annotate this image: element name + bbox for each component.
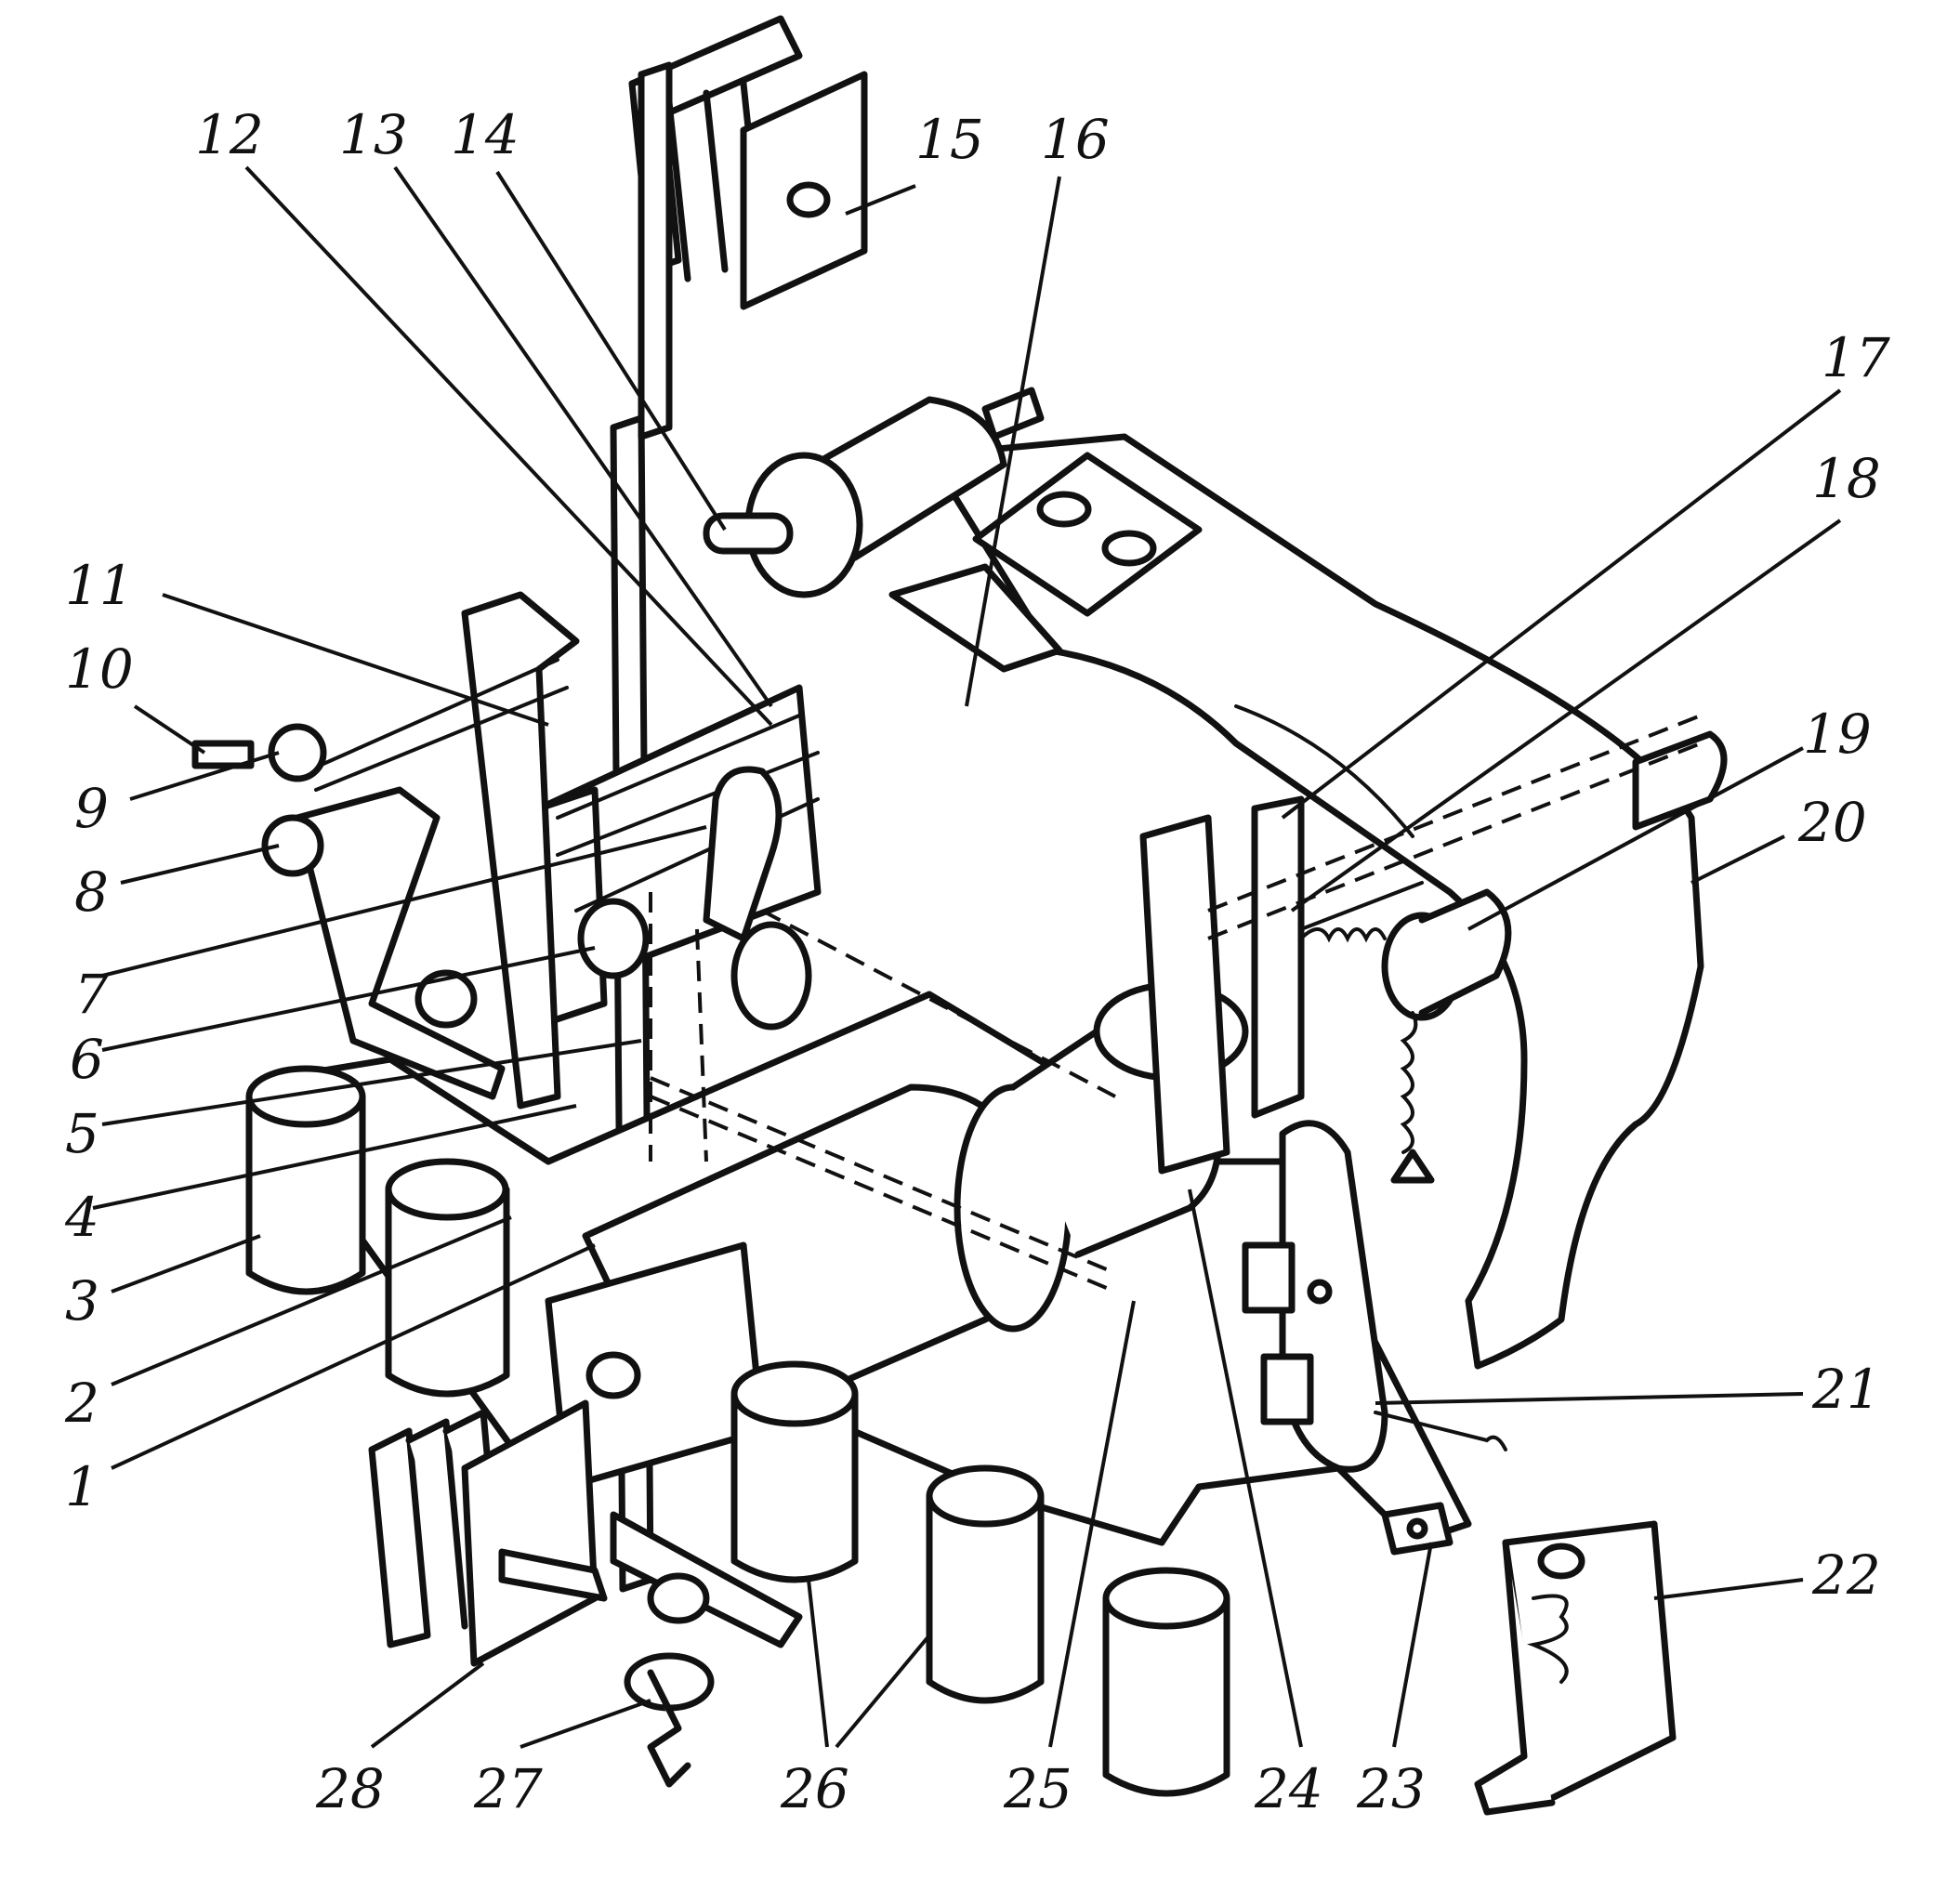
- callout-26: 26: [780, 1757, 849, 1820]
- callout-18: 18: [1812, 447, 1881, 510]
- callout-22: 22: [1811, 1543, 1881, 1607]
- callout-11: 11: [65, 554, 134, 617]
- heat-sink-28: [368, 1399, 599, 1667]
- callout-8: 8: [74, 860, 109, 924]
- callout-28: 28: [315, 1757, 385, 1820]
- hidden-lines: [649, 714, 1702, 1293]
- callout-4: 4: [64, 1186, 99, 1249]
- callout-3: 3: [65, 1269, 99, 1333]
- cylinder-bottom: [1102, 1567, 1230, 1797]
- right-upright: [1139, 795, 1424, 1175]
- cylinder-2: [385, 1158, 510, 1398]
- callout-5: 5: [65, 1102, 99, 1165]
- cylinder-26b: [926, 1464, 1045, 1704]
- cylinder-3: [245, 1065, 366, 1295]
- lever-21: [1242, 1120, 1507, 1473]
- upper-cylinder: [703, 387, 1045, 598]
- shaft-19: [1381, 730, 1728, 1021]
- callout-16: 16: [1041, 108, 1110, 171]
- callout-9: 9: [74, 777, 109, 840]
- callout-25: 25: [1003, 1757, 1072, 1820]
- callout-20: 20: [1797, 791, 1867, 854]
- callout-21: 21: [1811, 1358, 1881, 1421]
- callout-23: 23: [1356, 1757, 1426, 1820]
- terminal-23: [1381, 1502, 1454, 1556]
- top-bracket: [888, 452, 1203, 673]
- cylinder-26a: [730, 1360, 859, 1583]
- arm-27: [498, 1511, 803, 1788]
- callout-1: 1: [65, 1455, 99, 1518]
- callout-17: 17: [1822, 326, 1890, 389]
- leader-lines: [92, 165, 1842, 1749]
- callout-6: 6: [70, 1028, 104, 1091]
- callout-13: 13: [339, 103, 408, 166]
- callout-12: 12: [195, 103, 264, 166]
- callout-19: 19: [1803, 703, 1872, 766]
- callout-7: 7: [74, 963, 109, 1026]
- block-22: [1474, 1520, 1677, 1816]
- callout-10: 10: [65, 637, 134, 701]
- left-levers: [191, 591, 580, 1110]
- callout-27: 27: [473, 1757, 543, 1820]
- callout-labels: 1 2 3 4 5 6 7 8 9 10 11 12 13 14 15 16 1…: [64, 103, 1890, 1820]
- callout-15: 15: [915, 108, 984, 171]
- callout-2: 2: [64, 1372, 99, 1435]
- hanging-spring: [1390, 1011, 1435, 1184]
- callout-14: 14: [451, 103, 520, 166]
- lever-7: [577, 766, 812, 1031]
- callout-24: 24: [1254, 1757, 1323, 1820]
